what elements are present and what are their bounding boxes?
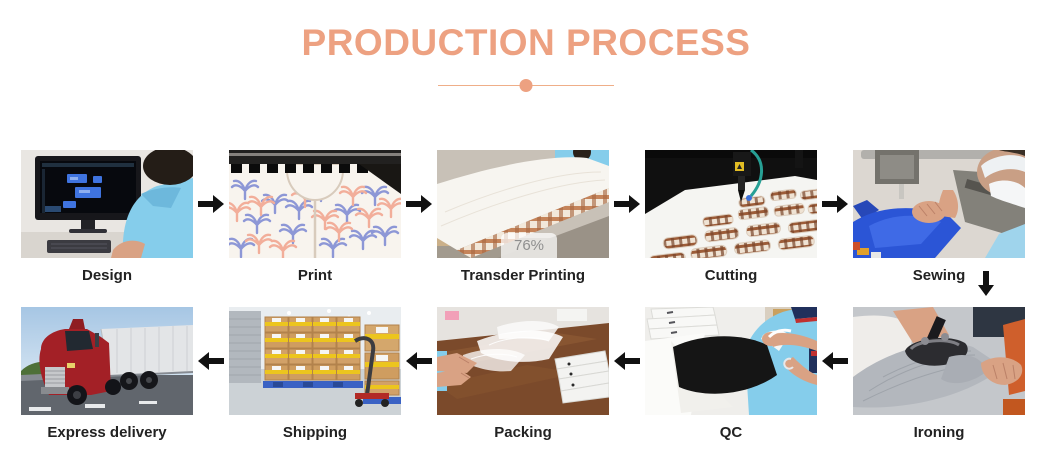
zoom-level-badge: 76% [501,233,557,258]
page-title: PRODUCTION PROCESS [301,22,751,63]
step-design: Design [21,150,193,284]
process-row-2: Express delivery [21,307,1025,441]
step-print: Print [229,150,401,284]
step-sewing: Sewing [853,150,1025,284]
step-label-design: Design [81,267,132,284]
step-label-ironing: Ironing [913,424,965,441]
express-delivery-photo [21,307,193,415]
arrow-left-icon [197,351,225,371]
arrow-left-icon [821,351,849,371]
step-packing: Packing [437,307,609,441]
step-label-print: Print [297,267,333,284]
step-label-qc: QC [719,424,743,441]
step-ironing: Ironing [853,307,1025,441]
arrow-right-icon [821,194,849,214]
step-label-packing: Packing [494,424,552,441]
step-label-shipping: Shipping [282,424,348,441]
step-cutting: Cutting [645,150,817,284]
arrow-right-icon [405,194,433,214]
arrow-right-icon [197,194,225,214]
title-divider [438,79,614,92]
step-label-express-delivery: Express delivery [47,424,167,441]
step-express-delivery: Express delivery [21,307,193,441]
sewing-photo [853,150,1025,258]
arrow-left-icon [405,351,433,371]
arrow-right-icon [613,194,641,214]
packing-photo [437,307,609,415]
arrow-left-icon [613,351,641,371]
cutting-photo [645,150,817,258]
step-transfer-printing: 76% Transder Printing [437,150,609,284]
step-shipping: Shipping [229,307,401,441]
print-photo [229,150,401,258]
qc-photo [645,307,817,415]
ironing-photo [853,307,1025,415]
step-qc: QC [645,307,817,441]
arrow-down-icon [977,270,995,298]
step-label-transfer-printing: Transder Printing [460,267,586,284]
step-label-sewing: Sewing [912,267,966,284]
divider-dot [519,79,533,92]
design-photo [21,150,193,258]
shipping-photo [229,307,401,415]
transfer-printing-photo: 76% [437,150,609,258]
process-row-1: Design [21,150,1025,284]
step-label-cutting: Cutting [704,267,758,284]
